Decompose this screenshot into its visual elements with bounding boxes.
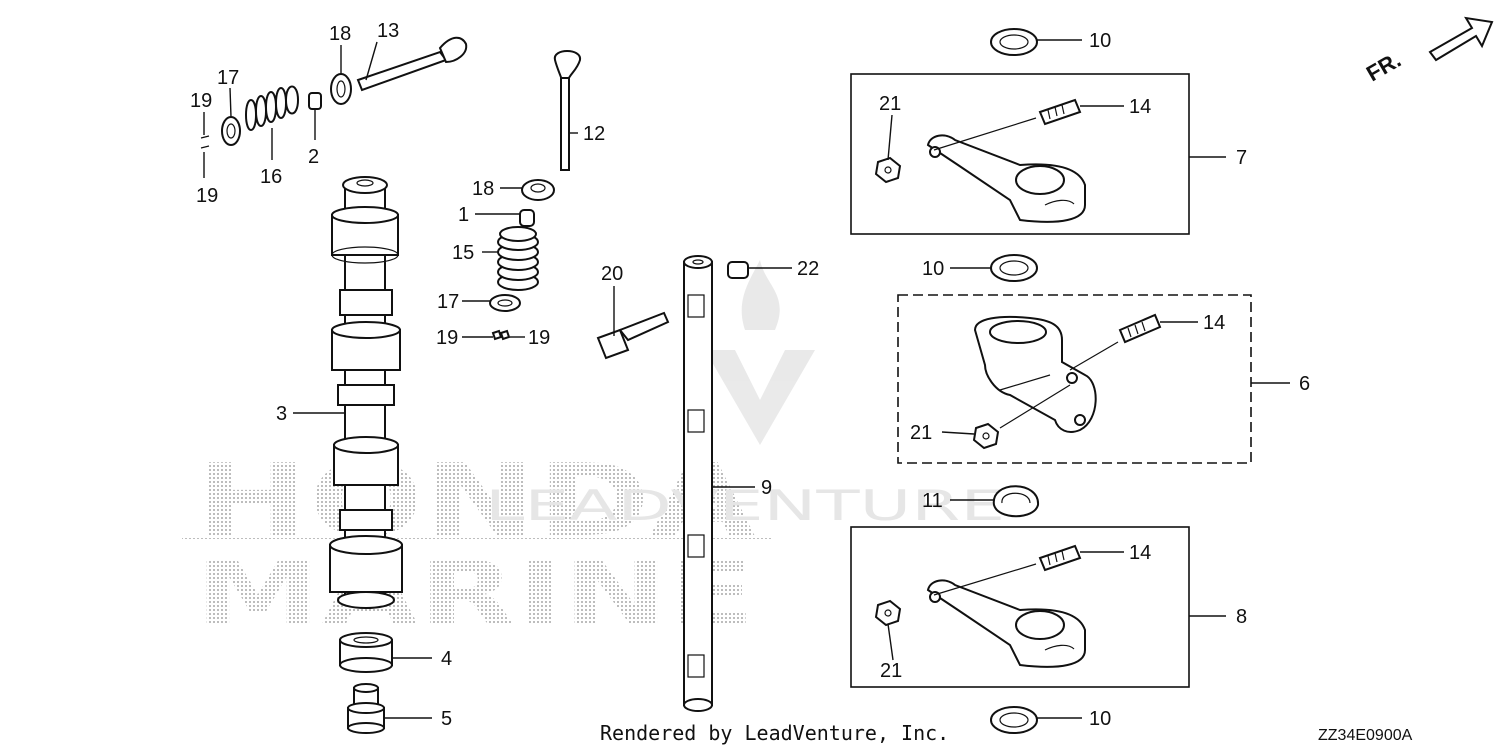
callout-16: 16 [260, 166, 282, 188]
wave-washer-11 [992, 485, 1040, 518]
rocker-arm-7 [926, 134, 1086, 223]
callout-21b: 21 [910, 422, 932, 444]
nut-21-top [874, 156, 902, 184]
collar-5 [347, 683, 385, 734]
callout-5: 5 [441, 708, 452, 730]
callout-4: 4 [441, 648, 452, 670]
fr-label: FR. [1362, 47, 1405, 86]
callout-6: 6 [1299, 373, 1310, 395]
callout-18b: 18 [472, 178, 494, 200]
valve-13 [356, 36, 468, 92]
nut-21-mid [972, 422, 1000, 450]
callout-8: 8 [1236, 606, 1247, 628]
assembly-box-8 [850, 526, 1190, 688]
pulser-4 [339, 632, 393, 673]
valve-seal-18-mid [521, 179, 555, 201]
cotter-1 [519, 209, 535, 227]
retainer-17-top [221, 116, 241, 146]
callout-2: 2 [308, 146, 319, 168]
spring-15 [497, 226, 539, 291]
callout-11: 11 [922, 490, 943, 512]
callout-20: 20 [601, 263, 623, 285]
arrow-right-icon [1428, 16, 1494, 62]
valve-seal-18-top [330, 73, 352, 105]
diagram-code: ZZ34E0900A [1318, 727, 1413, 744]
callout-10c: 10 [1089, 708, 1111, 730]
callout-10b: 10 [922, 258, 944, 280]
callout-9: 9 [761, 477, 772, 499]
front-direction-marker: FR. [1362, 16, 1494, 86]
callout-17: 17 [217, 67, 239, 89]
spring-16 [244, 85, 300, 131]
callout-21c: 21 [880, 660, 902, 682]
dowel-22 [727, 261, 749, 279]
leader-lines [203, 39, 1290, 719]
render-credit: Rendered by LeadVenture, Inc. [600, 721, 949, 745]
callout-labels: 13 18 17 19 19 16 2 12 18 1 15 17 19 19 … [190, 20, 1310, 730]
screw-14-bottom [1038, 544, 1082, 572]
screw-14-top [1038, 98, 1082, 126]
cotters-19-mid [491, 329, 511, 341]
nut-21-bottom [874, 599, 902, 627]
callout-10: 10 [1089, 30, 1111, 52]
callout-7: 7 [1236, 147, 1247, 169]
camshaft-3 [329, 176, 403, 609]
assembly-box-7 [850, 73, 1190, 235]
cotter-2 [308, 92, 322, 110]
callout-17b: 17 [437, 291, 459, 313]
callout-22: 22 [797, 258, 819, 280]
callout-19: 19 [190, 90, 212, 112]
callout-19b: 19 [196, 185, 218, 207]
callout-18: 18 [329, 23, 351, 45]
bolt-20 [596, 311, 670, 360]
valve-12 [553, 50, 581, 171]
callout-3: 3 [276, 403, 287, 425]
washer-10-bottom [990, 706, 1038, 734]
callout-13: 13 [377, 20, 399, 42]
washer-10-top [990, 28, 1038, 56]
assembly-box-6 [897, 294, 1252, 464]
callout-21: 21 [879, 93, 901, 115]
callout-14c: 14 [1129, 542, 1151, 564]
callout-1: 1 [458, 204, 469, 226]
retainer-17-mid [489, 294, 521, 312]
callout-19c: 19 [436, 327, 458, 349]
honda-marine-watermark: HONDA MARINE LEADVENTURE [182, 260, 1005, 647]
callout-15: 15 [452, 242, 474, 264]
callout-14b: 14 [1203, 312, 1225, 334]
callout-19d: 19 [528, 327, 550, 349]
cotters-19-top [200, 135, 210, 149]
callout-12: 12 [583, 123, 605, 145]
watermark-line2: MARINE [195, 542, 755, 647]
callout-14: 14 [1129, 96, 1151, 118]
washer-10-upper-mid [990, 254, 1038, 282]
rocker-arm-6 [973, 315, 1097, 433]
watermark-overlay: LEADVENTURE [485, 481, 1005, 530]
rocker-shaft-9 [683, 255, 713, 712]
screw-14-mid [1118, 313, 1162, 344]
rocker-arm-8 [926, 579, 1086, 668]
leadventure-logo-icon [705, 260, 815, 445]
